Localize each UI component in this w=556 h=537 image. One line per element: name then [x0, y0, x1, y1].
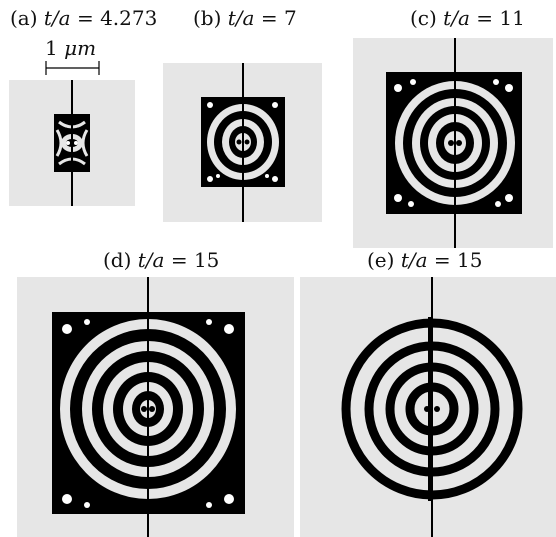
panel-b-label: (b) t/a = 7	[193, 6, 297, 30]
panel-c-image	[353, 38, 553, 248]
panel-c-label: (c) t/a = 11	[410, 6, 525, 30]
panel-d-image	[17, 277, 294, 537]
panel-a-label: (a) t/a = 4.273	[10, 6, 158, 30]
panel-a-image	[9, 80, 135, 206]
scalebar	[45, 61, 100, 75]
panel-d-label: (d) t/a = 15	[103, 248, 220, 272]
scalebar-label: 1 μm	[45, 38, 96, 58]
scalebar-number: 1	[45, 36, 65, 60]
panel-e-image	[300, 277, 556, 537]
panel-e-label: (e) t/a = 15	[367, 248, 483, 272]
scalebar-unit: μm	[64, 36, 97, 60]
panel-b-image	[163, 63, 322, 222]
